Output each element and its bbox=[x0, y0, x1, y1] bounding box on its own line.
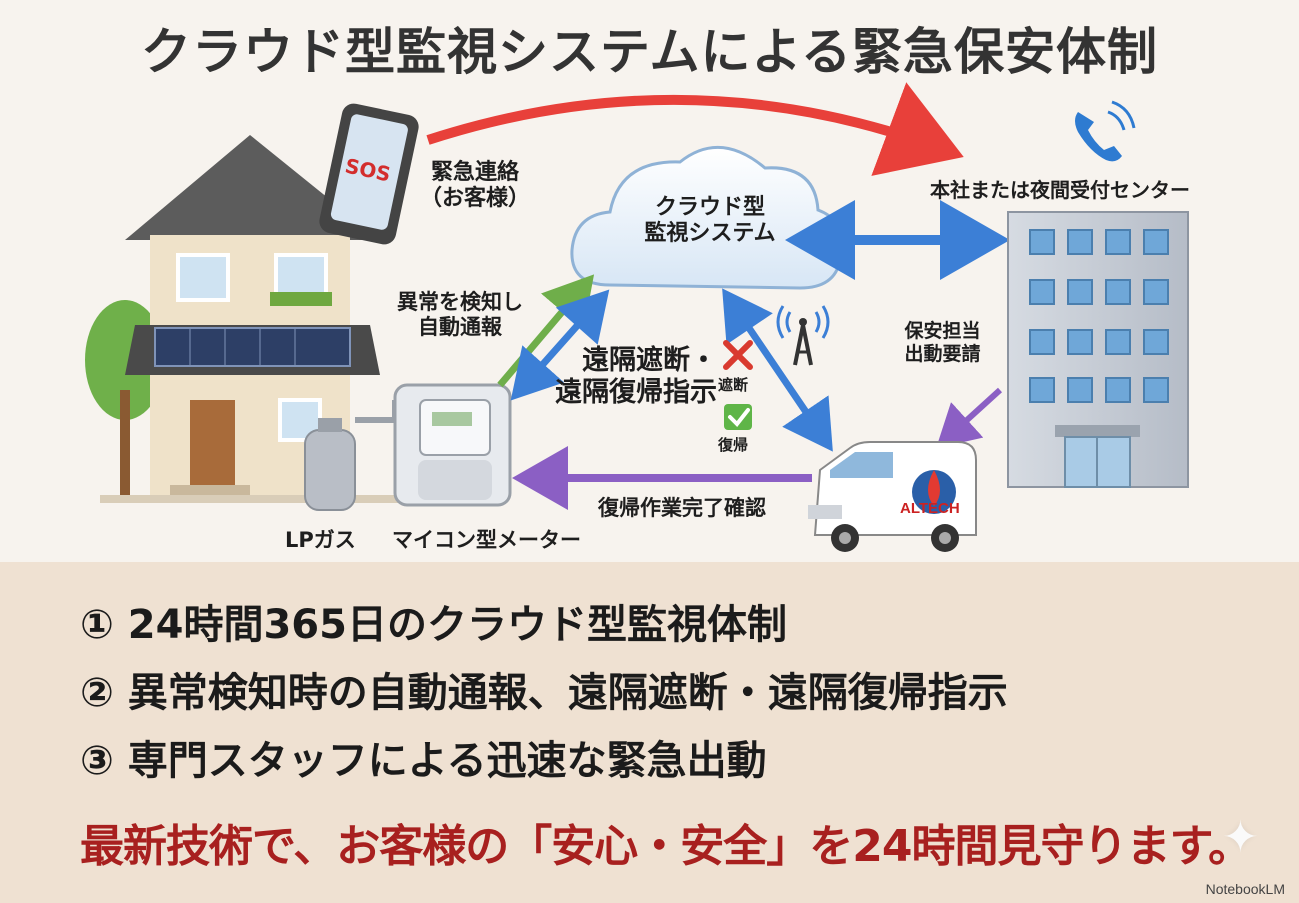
dispatch-request-line2: 出動要請 bbox=[904, 342, 981, 365]
service-van-illustration bbox=[808, 441, 977, 552]
page-title: クラウド型監視システムによる緊急保安体制 bbox=[141, 23, 1158, 81]
dispatch-request-label: 保安担当 出動要請 bbox=[890, 320, 995, 366]
detect-report-line2: 自動通報 bbox=[418, 315, 502, 340]
diagram-illustration bbox=[85, 82, 1189, 552]
completion-label: 復帰作業完了確認 bbox=[598, 496, 766, 520]
remote-control-arrow bbox=[510, 289, 610, 401]
summary-area bbox=[0, 562, 1299, 903]
dispatch-request-line1: 保安担当 bbox=[904, 320, 981, 342]
cloud-label-line1: クラウド型 bbox=[654, 195, 765, 220]
slogan: 最新技術で、お客様の「安心・安全」を24時間見守ります。 bbox=[80, 821, 1252, 872]
center-label: 本社または夜間受付センター bbox=[930, 178, 1190, 202]
sparkle-icon: ✦ bbox=[1222, 812, 1259, 863]
dispatch-arrow bbox=[936, 387, 1003, 449]
smartphone-illustration bbox=[319, 103, 419, 245]
detect-report-line1: 異常を検知し bbox=[397, 290, 523, 314]
meter-label: マイコン型メーター bbox=[392, 528, 581, 552]
point-2: ② 異常検知時の自動通報、遠隔遮断・遠隔復帰指示 bbox=[80, 670, 1008, 716]
restore-label: 復帰 bbox=[718, 436, 749, 454]
cloud-van-arrow bbox=[722, 288, 833, 452]
emergency-contact-label: 緊急連絡 （お客様） bbox=[415, 160, 535, 213]
brand-watermark: NotebookLM bbox=[1205, 881, 1285, 897]
point-3: ③ 専門スタッフによる迅速な緊急出動 bbox=[80, 738, 767, 784]
remote-control-line1: 遠隔遮断・ bbox=[582, 345, 717, 376]
gas-equipment-illustration bbox=[304, 383, 512, 511]
emergency-contact-arrow bbox=[426, 82, 964, 176]
center-building-illustration bbox=[1007, 211, 1189, 488]
cloud-label: クラウド型 監視システム bbox=[620, 195, 800, 248]
cloud-label-line2: 監視システム bbox=[644, 221, 776, 247]
emergency-contact-line2: （お客様） bbox=[419, 186, 530, 212]
vehicle-brand-label: ALTECH bbox=[900, 500, 960, 517]
house-illustration bbox=[85, 135, 400, 503]
remote-control-line2: 遠隔復帰指示 bbox=[555, 377, 717, 409]
cross-icon bbox=[723, 340, 753, 370]
phone-icon bbox=[1075, 100, 1136, 162]
shutoff-label: 遮断 bbox=[718, 376, 749, 394]
point-1: ① 24時間365日のクラウド型監視体制 bbox=[80, 602, 787, 648]
lp-gas-label: LPガス bbox=[285, 528, 356, 552]
remote-control-label: 遠隔遮断・ 遠隔復帰指示 bbox=[542, 345, 717, 410]
antenna-icon bbox=[776, 305, 830, 366]
check-icon bbox=[724, 404, 752, 430]
emergency-contact-line1: 緊急連絡 bbox=[430, 160, 519, 185]
detect-report-label: 異常を検知し 自動通報 bbox=[385, 290, 535, 340]
